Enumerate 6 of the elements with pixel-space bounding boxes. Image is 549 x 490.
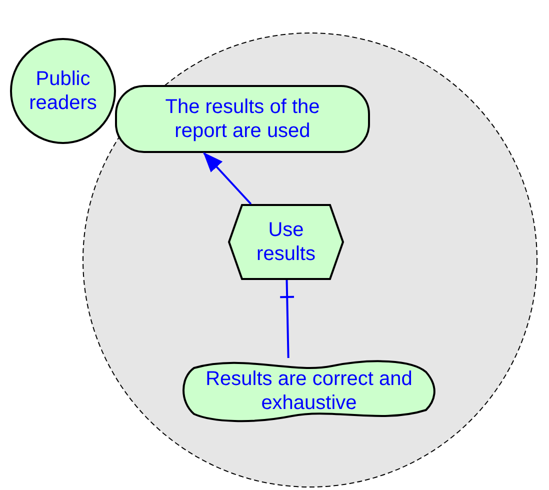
connector-line: [279, 280, 296, 358]
domain-property-shape: Results are correct and exhaustive: [182, 358, 436, 424]
arrow: [203, 152, 252, 205]
goal-box: The results of the report are used: [115, 85, 370, 153]
agent-circle: Public readers: [10, 38, 116, 144]
operation-hexagon: Use results: [228, 204, 344, 280]
